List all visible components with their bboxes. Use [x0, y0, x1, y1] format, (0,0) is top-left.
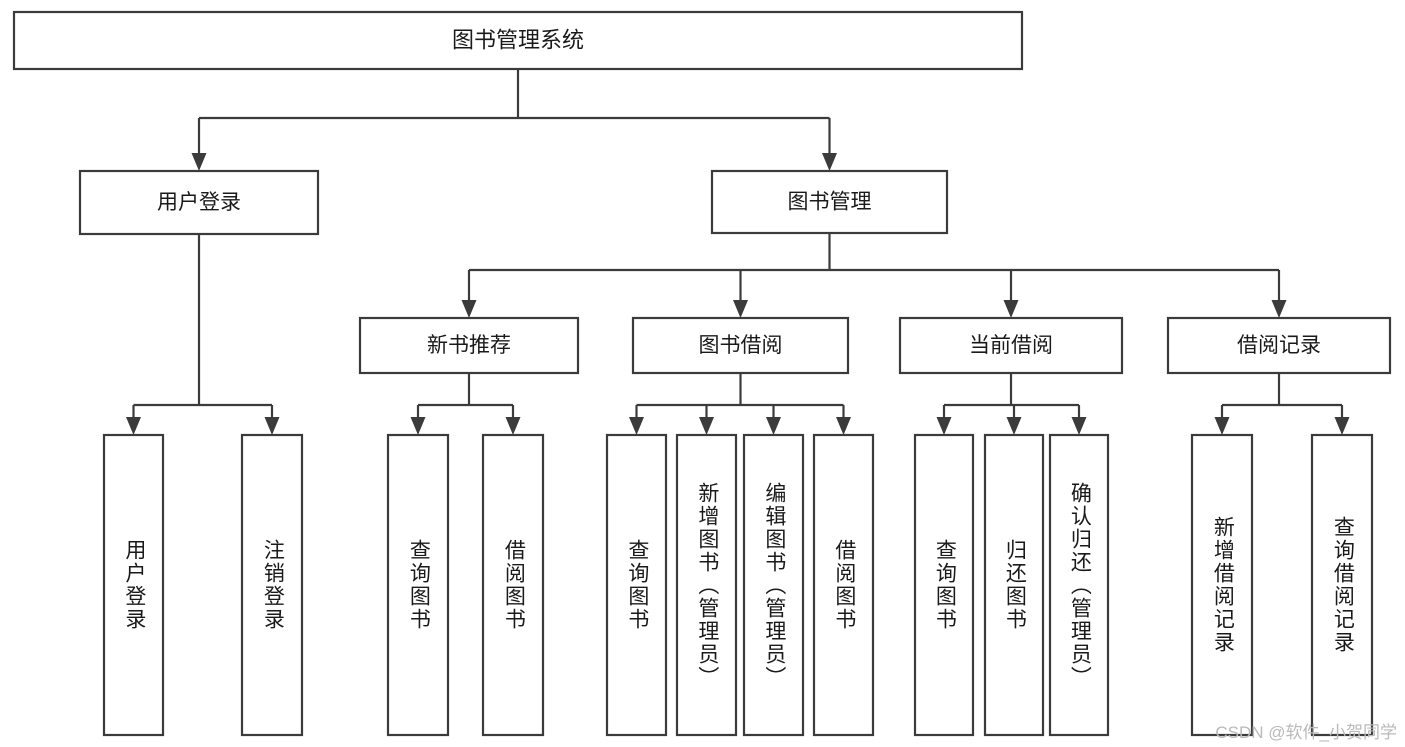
arrow-head-icon — [733, 300, 748, 318]
node-root-root[interactable] — [12, 10, 1024, 71]
arrow-head-icon — [822, 153, 837, 171]
node-leaf-borrow-book[interactable] — [812, 433, 875, 737]
arrow-head-icon — [410, 417, 426, 435]
node-leaf-query-book-cur[interactable] — [913, 433, 975, 737]
node-book-borrow[interactable] — [631, 316, 850, 375]
node-label-new-book-recommend: 新书推荐 — [427, 334, 511, 357]
node-leaf-confirm-return[interactable] — [1048, 433, 1110, 737]
node-leaf-query-book-borrow[interactable] — [605, 433, 668, 737]
node-borrow-record[interactable] — [1166, 316, 1392, 375]
node-label-book-borrow: 图书借阅 — [699, 334, 783, 357]
arrow-head-icon — [1334, 417, 1350, 435]
node-label-root: 图书管理系统 — [452, 27, 584, 52]
node-leaf-edit-book[interactable] — [742, 433, 805, 737]
box-layer — [12, 10, 1392, 737]
arrow-head-icon — [936, 417, 952, 435]
node-leaf-query-record[interactable] — [1310, 433, 1374, 737]
arrow-head-icon — [191, 153, 207, 171]
node-leaf-user-login[interactable] — [102, 433, 165, 737]
node-new-book-recommend[interactable] — [358, 316, 580, 375]
node-current-borrow[interactable] — [898, 316, 1124, 375]
node-label-current-borrow: 当前借阅 — [969, 334, 1053, 357]
connector-layer — [126, 69, 1350, 435]
arrow-head-icon — [461, 300, 477, 318]
csdn-watermark: CSDN @软件_小贺同学 — [1215, 723, 1397, 742]
arrow-head-icon — [1271, 300, 1287, 318]
arrow-head-icon — [1071, 417, 1087, 435]
arrow-head-icon — [836, 417, 851, 435]
arrow-head-icon — [699, 417, 714, 435]
node-label-book-management: 图书管理 — [788, 191, 872, 214]
arrow-head-icon — [1006, 417, 1022, 435]
node-leaf-add-book[interactable] — [675, 433, 738, 737]
arrow-head-icon — [766, 417, 781, 435]
node-book-management[interactable] — [710, 169, 949, 235]
node-label-user-login: 用户登录 — [157, 191, 241, 214]
node-leaf-logout-login[interactable] — [240, 433, 304, 737]
arrow-head-icon — [1003, 300, 1019, 318]
node-label-borrow-record: 借阅记录 — [1237, 334, 1321, 357]
node-leaf-query-book-rec[interactable] — [386, 433, 450, 737]
node-leaf-return-book[interactable] — [983, 433, 1045, 737]
node-leaf-borrow-book-rec[interactable] — [481, 433, 545, 737]
arrow-head-icon — [629, 417, 644, 435]
node-leaf-add-record[interactable] — [1190, 433, 1254, 737]
node-user-login[interactable] — [78, 169, 320, 236]
arrow-head-icon — [1214, 417, 1230, 435]
arrow-head-icon — [264, 417, 280, 435]
arrow-head-icon — [126, 417, 141, 435]
arrow-head-icon — [505, 417, 521, 435]
